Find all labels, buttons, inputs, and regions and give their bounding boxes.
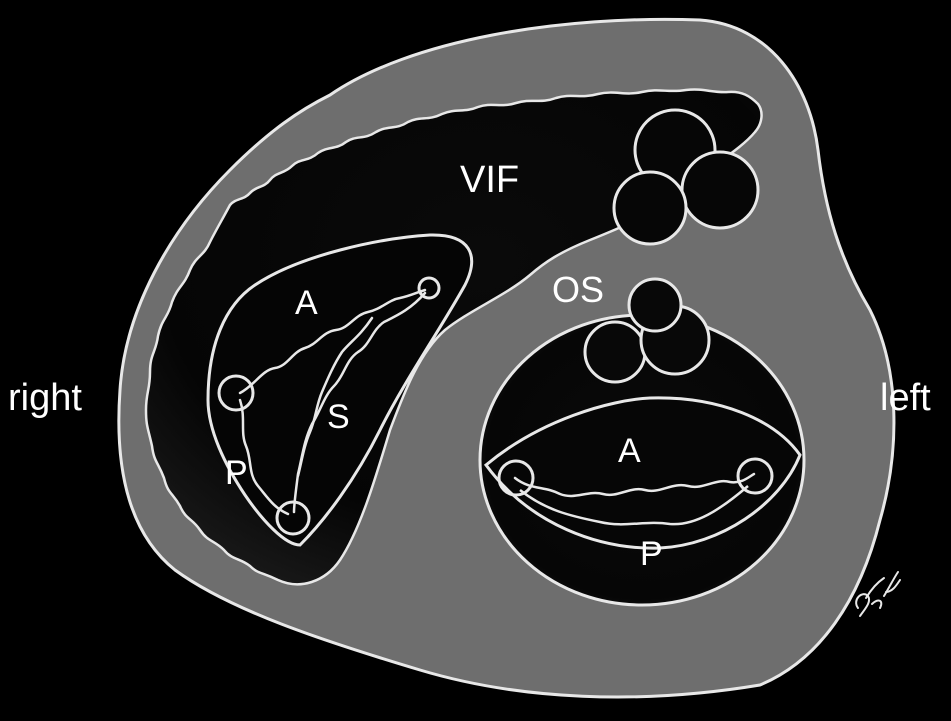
label-left: left — [880, 377, 931, 419]
label-tricuspid-septal: S — [327, 398, 350, 436]
label-vif: VIF — [460, 159, 519, 201]
label-os: OS — [552, 269, 604, 310]
label-mitral-anterior: A — [618, 432, 641, 470]
label-tricuspid-posterior: P — [225, 454, 248, 492]
label-mitral-posterior: P — [640, 535, 663, 573]
label-tricuspid-anterior: A — [295, 284, 318, 322]
label-right: right — [8, 377, 82, 419]
